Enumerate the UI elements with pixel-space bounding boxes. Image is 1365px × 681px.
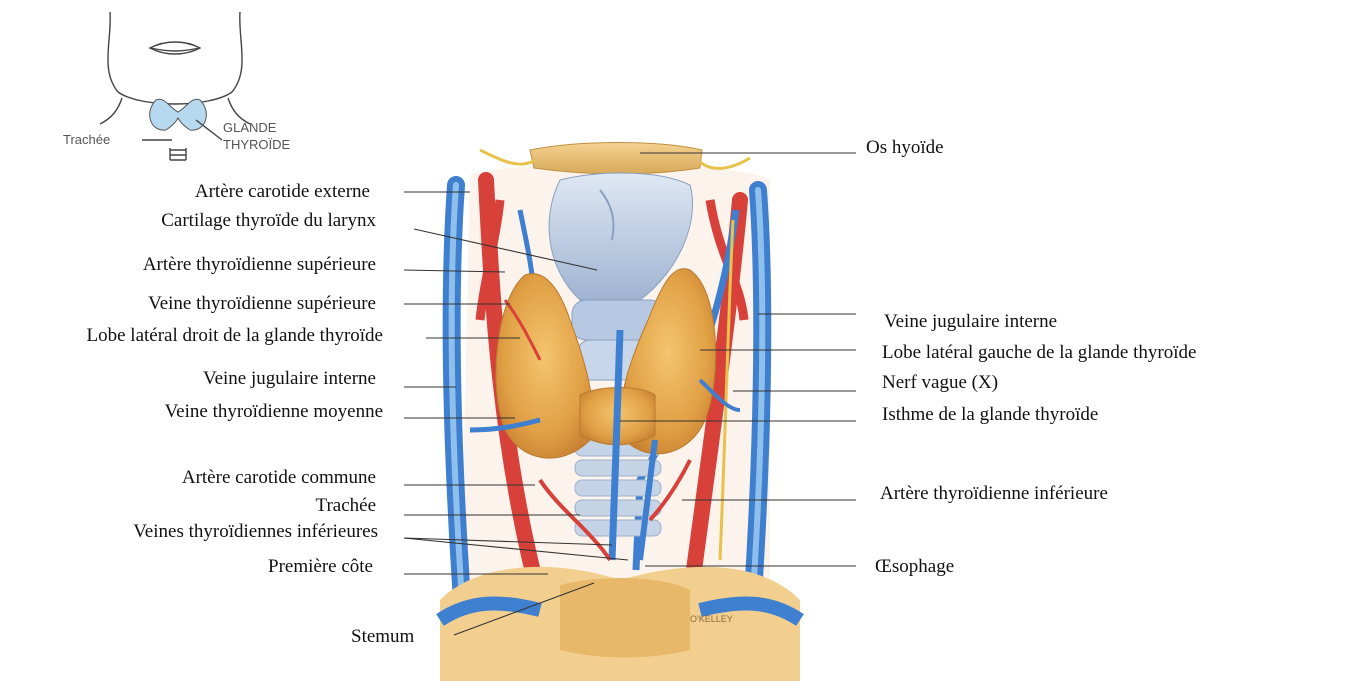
label-common-carotid-artery: Artère carotide commune bbox=[182, 467, 376, 489]
label-middle-thyroid-vein: Veine thyroïdienne moyenne bbox=[165, 401, 383, 423]
label-left-lateral-lobe: Lobe latéral gauche de la glande thyroïd… bbox=[882, 342, 1196, 364]
label-isthmus: Isthme de la glande thyroïde bbox=[882, 404, 1098, 426]
label-thyroid-cartilage: Cartilage thyroïde du larynx bbox=[161, 210, 376, 232]
label-right-lateral-lobe: Lobe latéral droit de la glande thyroïde bbox=[87, 325, 384, 347]
label-vagus-nerve: Nerf vague (X) bbox=[882, 372, 998, 394]
neck-anatomy: O'KELLEY bbox=[440, 143, 800, 681]
inset-label-gland-line2: THYROÏDE bbox=[223, 137, 290, 152]
inset-thyroid-sketch bbox=[142, 99, 222, 140]
label-external-carotid-artery: Artère carotide externe bbox=[195, 181, 370, 203]
label-esophagus: Œsophage bbox=[875, 556, 954, 578]
label-inferior-thyroid-artery: Artère thyroïdienne inférieure bbox=[880, 483, 1108, 505]
illustrator-signature: O'KELLEY bbox=[690, 614, 733, 624]
inset-label-trachea: Trachée bbox=[63, 132, 110, 147]
label-superior-thyroid-vein: Veine thyroïdienne supérieure bbox=[148, 293, 376, 315]
label-internal-jugular-vein-left: Veine jugulaire interne bbox=[203, 368, 376, 390]
label-sternum: Stemum bbox=[351, 626, 414, 648]
label-superior-thyroid-artery: Artère thyroïdienne supérieure bbox=[143, 254, 376, 276]
label-internal-jugular-vein-right: Veine jugulaire interne bbox=[884, 311, 1057, 333]
label-inferior-thyroid-veins: Veines thyroïdiennes inférieures bbox=[133, 521, 378, 543]
label-first-rib: Première côte bbox=[268, 556, 373, 578]
label-trachea: Trachée bbox=[316, 495, 377, 517]
inset-label-gland-line1: GLANDE bbox=[223, 120, 276, 135]
label-hyoid-bone: Os hyoïde bbox=[866, 137, 944, 159]
